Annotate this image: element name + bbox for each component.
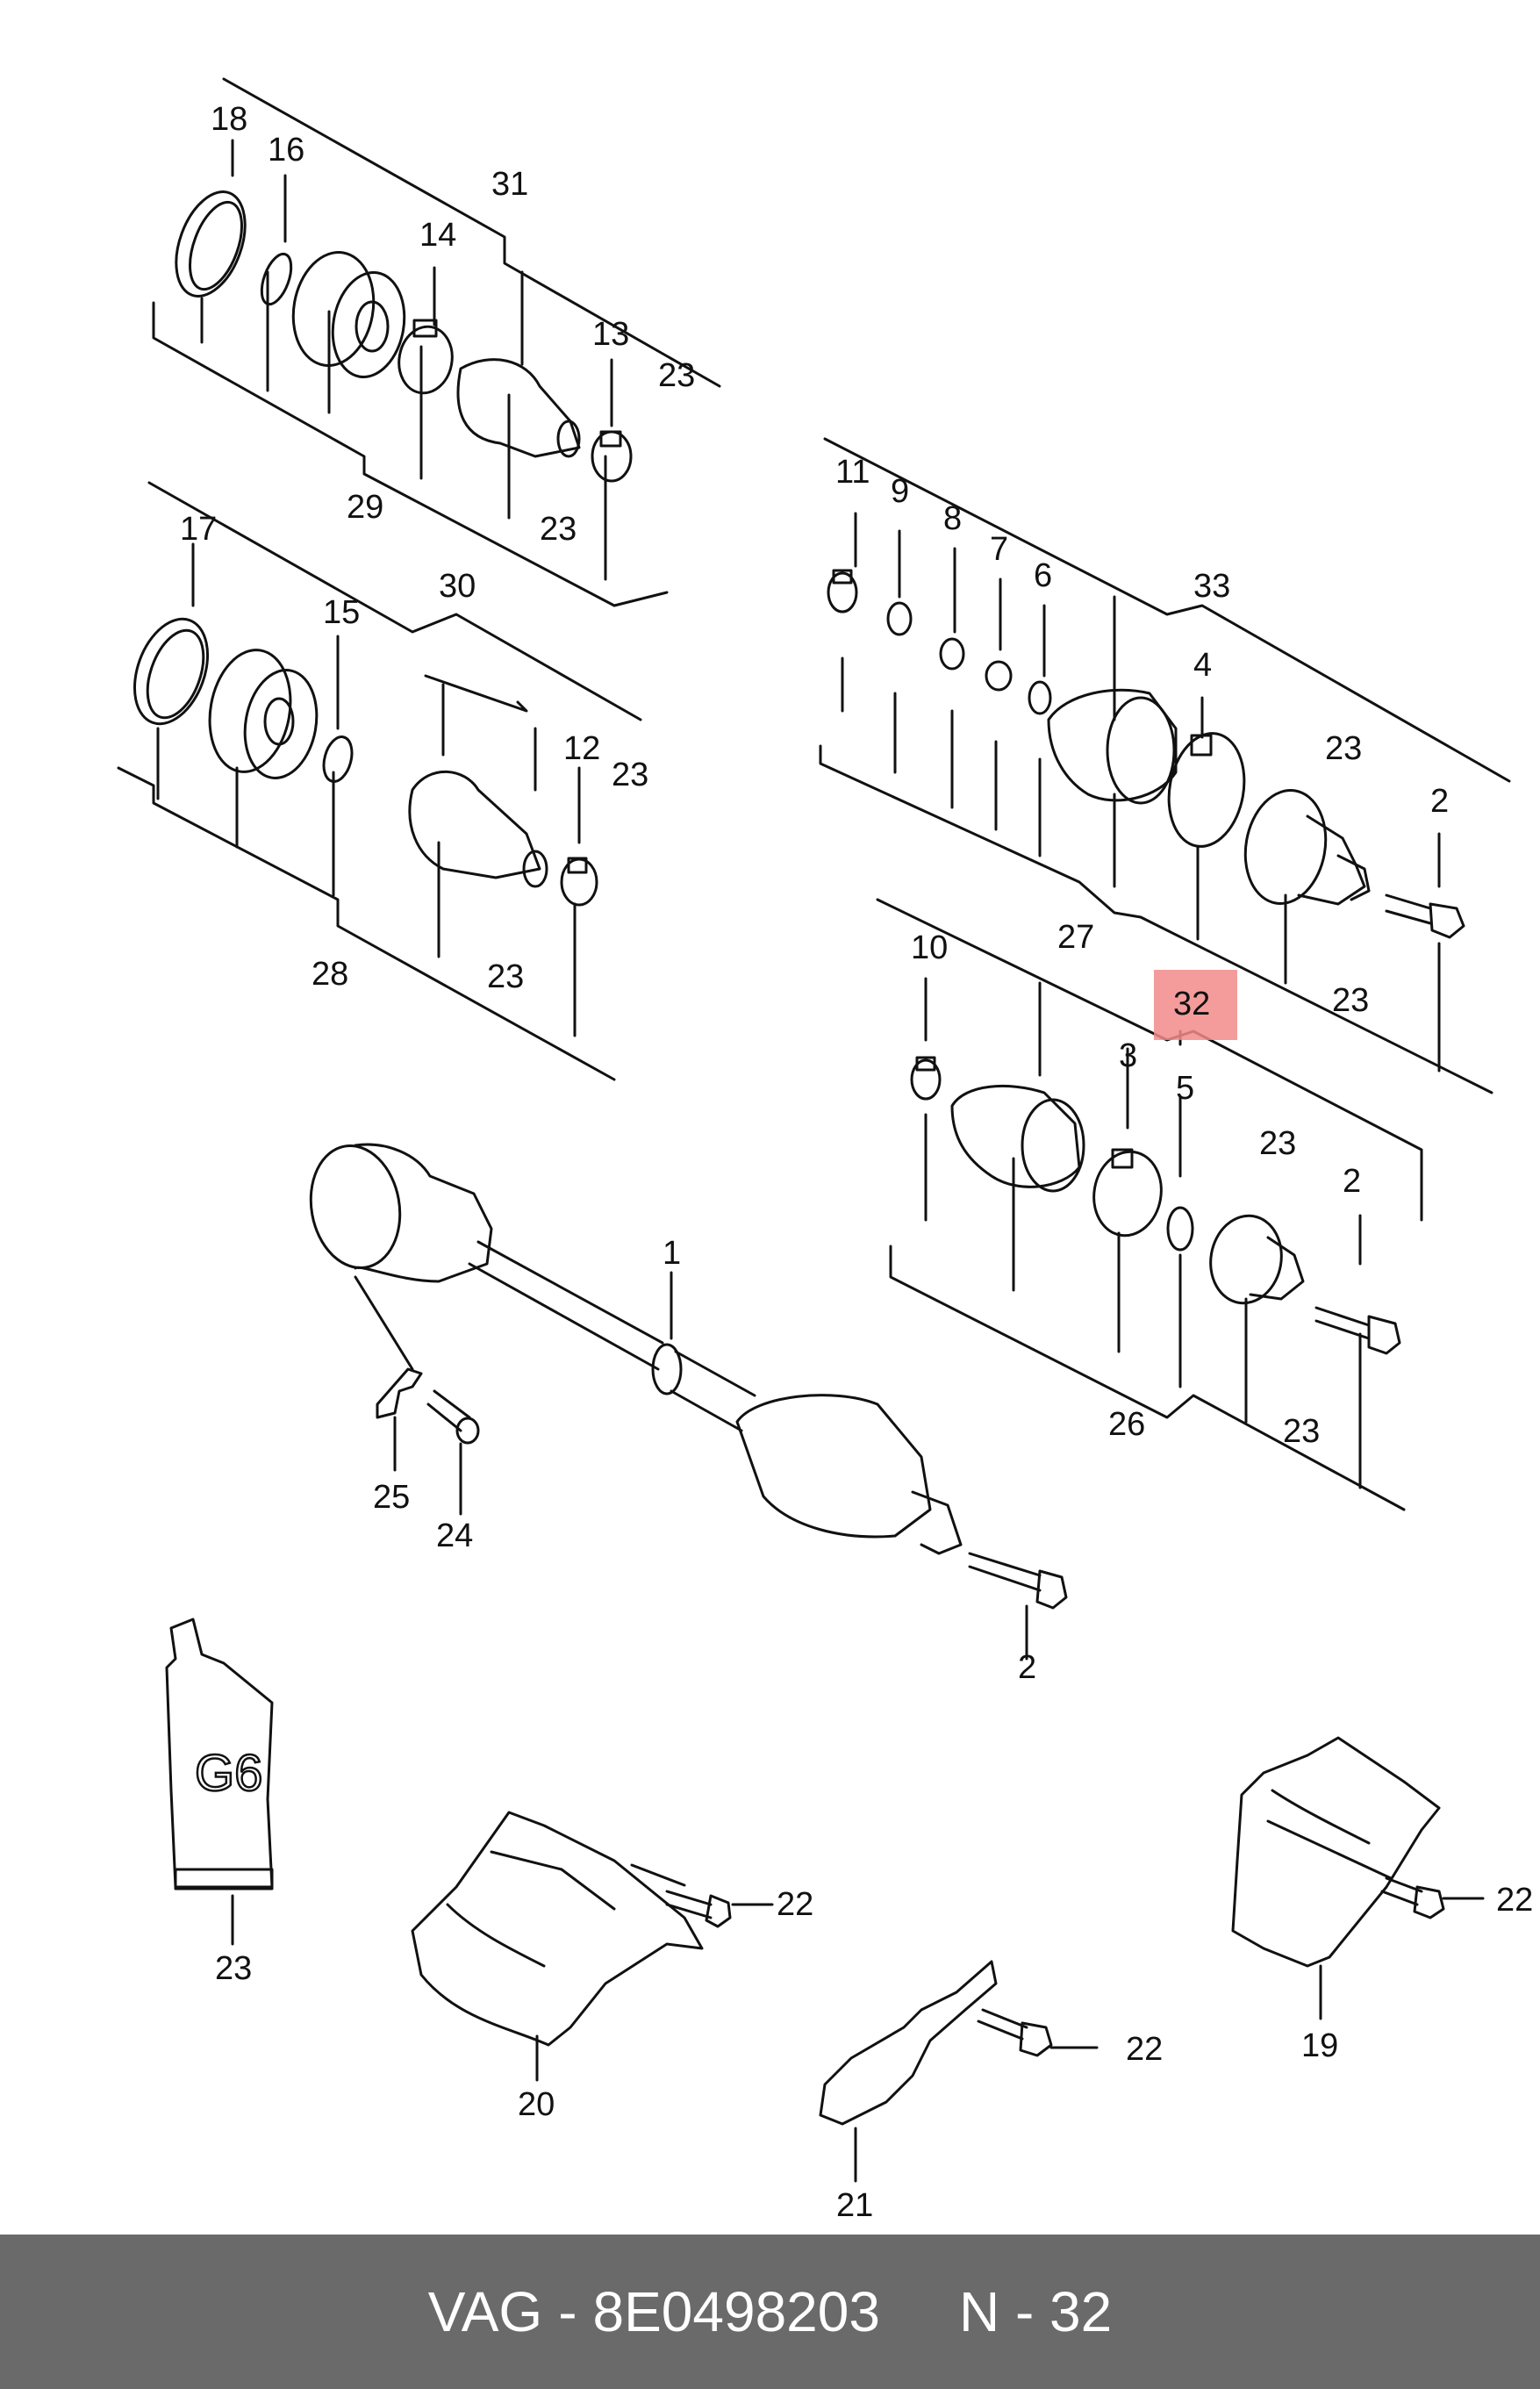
callout-9: 9 xyxy=(891,473,909,510)
group-28-30 xyxy=(117,481,642,1081)
callout-23: 23 xyxy=(1259,1125,1296,1162)
brand-label: VAG xyxy=(427,2280,543,2343)
callout-2: 2 xyxy=(1430,783,1449,820)
callout-23: 23 xyxy=(1332,982,1369,1019)
callout-16: 16 xyxy=(268,132,304,169)
callout-2: 2 xyxy=(1343,1163,1361,1200)
callout-20: 20 xyxy=(518,2086,555,2123)
callout-8: 8 xyxy=(943,500,962,537)
separator: - xyxy=(558,2280,577,2343)
diagram-reference: N - 32 xyxy=(958,2280,1113,2343)
callout-28: 28 xyxy=(312,956,348,993)
highlight-box xyxy=(1154,970,1237,1040)
callout-31: 31 xyxy=(491,166,528,203)
callout-23: 23 xyxy=(658,357,695,394)
callout-3: 3 xyxy=(1119,1037,1137,1074)
callout-4: 4 xyxy=(1193,647,1212,684)
heat-shield-20 xyxy=(411,1811,774,2082)
callout-21: 21 xyxy=(836,2187,873,2224)
callout-22: 22 xyxy=(1126,2031,1163,2068)
callout-23: 23 xyxy=(1325,730,1362,767)
callout-2: 2 xyxy=(1018,1649,1036,1686)
callout-12: 12 xyxy=(563,730,600,767)
callout-labels: 18 16 31 14 13 23 29 23 17 15 30 12 23 2… xyxy=(180,101,1533,2224)
callout-18: 18 xyxy=(211,101,247,138)
callout-33: 33 xyxy=(1193,568,1230,605)
callout-23: 23 xyxy=(1283,1413,1320,1450)
callout-29: 29 xyxy=(347,489,383,526)
callout-14: 14 xyxy=(419,217,456,254)
part-number: 8E0498203 xyxy=(592,2280,880,2343)
callout-15: 15 xyxy=(323,594,360,631)
heat-shield-19 xyxy=(1231,1736,1485,2020)
callout-23: 23 xyxy=(612,757,648,793)
callout-25: 25 xyxy=(373,1479,410,1516)
group-29-31 xyxy=(152,77,721,607)
callout-19: 19 xyxy=(1301,2027,1338,2064)
exploded-parts-diagram: G6 18 16 31 14 13 23 29 23 17 15 30 12 2… xyxy=(117,77,1533,2224)
callout-32-highlighted: 32 xyxy=(1173,986,1210,1022)
callout-24: 24 xyxy=(436,1517,473,1554)
callout-17: 17 xyxy=(180,511,217,548)
grease-tube xyxy=(165,1618,274,1946)
callout-5: 5 xyxy=(1176,1070,1194,1107)
group-27-33 xyxy=(819,437,1511,1094)
callout-22: 22 xyxy=(777,1886,813,1923)
tube-label: G6 xyxy=(195,1745,262,1802)
callout-1: 1 xyxy=(663,1235,681,1272)
callout-23: 23 xyxy=(215,1950,252,1987)
callout-11: 11 xyxy=(835,454,870,491)
bracket-21 xyxy=(819,1960,1099,2183)
callout-6: 6 xyxy=(1034,557,1052,594)
callout-27: 27 xyxy=(1057,919,1094,956)
callout-10: 10 xyxy=(911,929,948,966)
callout-13: 13 xyxy=(592,316,629,353)
callout-23: 23 xyxy=(487,958,524,995)
callout-23: 23 xyxy=(540,511,577,548)
callout-7: 7 xyxy=(990,531,1008,568)
callout-22: 22 xyxy=(1496,1882,1533,1919)
callout-30: 30 xyxy=(439,568,476,605)
main-drive-shaft xyxy=(309,1143,1068,1661)
part-info-footer: VAG - 8E0498203 N - 32 xyxy=(0,2235,1540,2389)
callout-26: 26 xyxy=(1108,1406,1145,1443)
